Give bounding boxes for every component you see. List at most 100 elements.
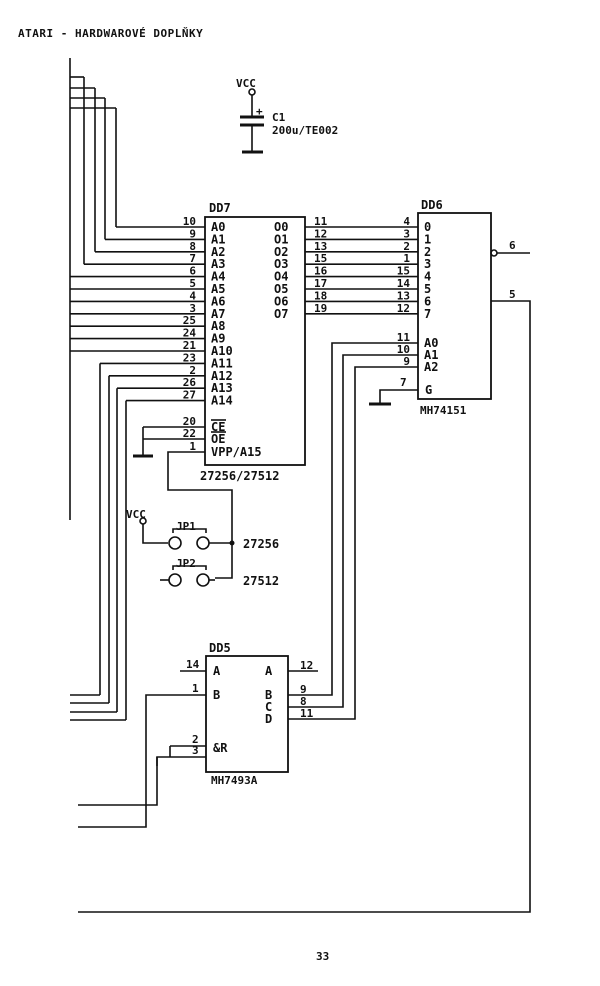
dd7-pin-number: 10 bbox=[183, 215, 196, 228]
dd6-gate-label: G bbox=[425, 383, 432, 397]
jumper-jp1-label: 27256 bbox=[243, 537, 279, 551]
dd7-pin-number: 4 bbox=[189, 289, 196, 302]
dd7-output-number: 13 bbox=[314, 240, 327, 253]
dd7-pin-number: 23 bbox=[183, 351, 196, 364]
dd7-output-number: 15 bbox=[314, 252, 327, 265]
dd5-input-a-number: 14 bbox=[186, 658, 200, 671]
dd6-data-label: 5 bbox=[424, 282, 431, 296]
dd6-select-number: 9 bbox=[403, 355, 410, 368]
chip-dd7-body bbox=[204, 216, 306, 466]
dd7-control-label: OE bbox=[211, 432, 225, 446]
chip-dd5-body bbox=[205, 655, 289, 773]
dd7-pin-label: A12 bbox=[211, 369, 233, 383]
dd7-output-number: 19 bbox=[314, 302, 327, 315]
dd7-pin-number: 25 bbox=[183, 314, 196, 327]
chip-dd7-part: 27256/27512 bbox=[200, 469, 279, 483]
dd5-reset-wire bbox=[78, 756, 170, 806]
dd5-output-number: 8 bbox=[300, 695, 307, 708]
dd7-pin-label: A11 bbox=[211, 356, 233, 370]
select-a0-wire bbox=[318, 342, 418, 696]
chip-dd6-part: MH74151 bbox=[420, 404, 467, 417]
chip-dd6-name: DD6 bbox=[421, 198, 443, 212]
dd7-pin-label: A6 bbox=[211, 294, 225, 308]
dd5-output-number: 12 bbox=[300, 659, 313, 672]
dd6-select-number: 11 bbox=[397, 331, 411, 344]
dd6-data-label: 2 bbox=[424, 245, 431, 259]
dd7-pin-label: A1 bbox=[211, 232, 225, 246]
dd6-data-label: 3 bbox=[424, 257, 431, 271]
dd7-pin-label: A8 bbox=[211, 319, 225, 333]
dd7-output-number: 18 bbox=[314, 289, 327, 302]
dd7-output-number: 16 bbox=[314, 265, 328, 278]
dd7-output-number: 12 bbox=[314, 227, 327, 240]
dd5-output-number: 9 bbox=[300, 683, 307, 696]
dd7-pin-number: 8 bbox=[189, 240, 196, 253]
dd7-pin-number: 24 bbox=[183, 327, 197, 340]
dd5-reset-number: 3 bbox=[192, 744, 199, 757]
dd5-output-label: C bbox=[265, 700, 272, 714]
page-header: ATARI - HARDWAROVÉ DOPLŇKY bbox=[18, 27, 203, 40]
dd7-output-label: O7 bbox=[274, 307, 288, 321]
dd5-input-b-wire bbox=[78, 694, 206, 828]
dd7-output-label: O1 bbox=[274, 232, 288, 246]
dd7-pin-number: 21 bbox=[183, 339, 197, 352]
dd6-data-label: 4 bbox=[424, 270, 431, 284]
dd6-data-number: 14 bbox=[397, 277, 411, 290]
dd7-pin-label: A5 bbox=[211, 282, 225, 296]
chip-dd7: DD7 27256/27512 A010A19A28A37A46A55A64A7… bbox=[133, 201, 328, 483]
dd7-control-number: 20 bbox=[183, 415, 196, 428]
dd6-data-number: 12 bbox=[397, 302, 410, 315]
dd7-control-number: 1 bbox=[189, 440, 196, 453]
dd7-control-label: VPP/A15 bbox=[211, 445, 262, 459]
dd7-pin-label: A2 bbox=[211, 245, 225, 259]
dd6-select-label: A0 bbox=[424, 336, 438, 350]
vpp-jumper-wire bbox=[167, 451, 233, 579]
dd7-pin-number: 6 bbox=[189, 265, 196, 278]
dd7-pin-number: 3 bbox=[189, 302, 196, 315]
dd6-select-number: 10 bbox=[397, 343, 410, 356]
dd5-output-label: A bbox=[265, 664, 273, 678]
dd5-reset-number: 2 bbox=[192, 733, 199, 746]
dd7-control-label: CE bbox=[211, 420, 225, 434]
dd7-output-label: O3 bbox=[274, 257, 288, 271]
dd7-pin-label: A4 bbox=[211, 270, 225, 284]
dd5-input-b-number: 1 bbox=[192, 682, 199, 695]
dd7-output-label: O4 bbox=[274, 270, 288, 284]
dd6-data-number: 2 bbox=[403, 240, 410, 253]
jp1-shorting-bar bbox=[172, 528, 207, 533]
dd7-output-number: 17 bbox=[314, 277, 327, 290]
dd7-pin-number: 5 bbox=[189, 277, 196, 290]
page-number: 33 bbox=[316, 950, 329, 963]
jp1-pin-right bbox=[196, 536, 210, 550]
dd6-data-label: 6 bbox=[424, 294, 431, 308]
dd7-pin-label: A7 bbox=[211, 307, 225, 321]
jp1-pin-left bbox=[168, 536, 182, 550]
chip-dd6: DD6 MH74151 04132231415514613712A011A110… bbox=[369, 198, 530, 417]
dd6-select-label: A1 bbox=[424, 348, 438, 362]
dd6-gate-wire bbox=[379, 389, 418, 404]
dd7-pin-label: A0 bbox=[211, 220, 225, 234]
dd7-control-number: 22 bbox=[183, 427, 196, 440]
dd7-pin-label: A9 bbox=[211, 332, 225, 346]
dd5-output-number: 11 bbox=[300, 707, 314, 720]
jumper-jp2-name: JP2 bbox=[176, 557, 196, 570]
dd6-data-number: 13 bbox=[397, 289, 410, 302]
dd5-output-label: D bbox=[265, 712, 272, 726]
chip-dd6-body bbox=[417, 212, 492, 400]
dd6-data-number: 3 bbox=[403, 227, 410, 240]
jumper-vcc-label: VCC bbox=[126, 508, 146, 521]
capacitor-vcc-label: VCC bbox=[236, 77, 256, 90]
dd6-data-number: 1 bbox=[403, 252, 410, 265]
interconnect-wires bbox=[78, 226, 531, 913]
capacitor-polarity: + bbox=[256, 105, 263, 118]
dd7-output-label: O5 bbox=[274, 282, 288, 296]
dd5-input-a-label: A bbox=[213, 664, 221, 678]
dd7-pin-label: A3 bbox=[211, 257, 225, 271]
chip-dd5-name: DD5 bbox=[209, 641, 231, 655]
jumper-vcc-wire bbox=[142, 524, 168, 544]
jp2-pin-left bbox=[168, 573, 182, 587]
dd7-output-label: O2 bbox=[274, 245, 288, 259]
jumper-jp2-label: 27512 bbox=[243, 574, 279, 588]
